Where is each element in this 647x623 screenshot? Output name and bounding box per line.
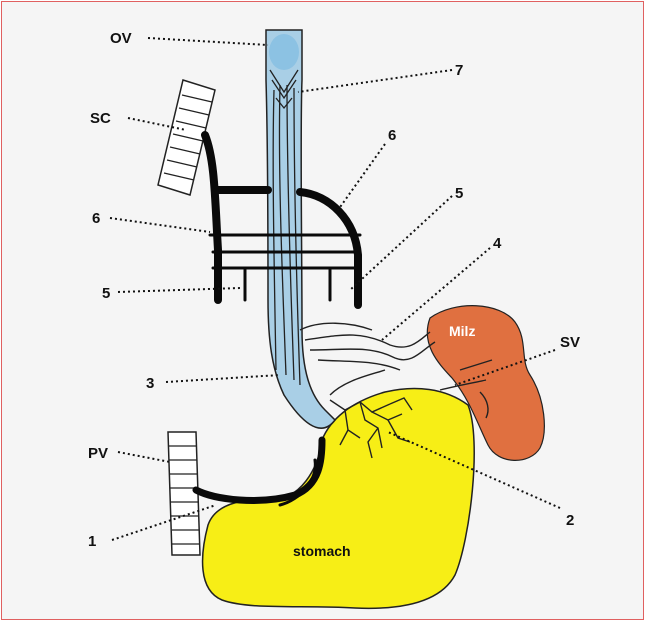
label-7: 7 [455,62,463,79]
label-4: 4 [493,235,502,252]
label-6-right: 6 [388,127,396,144]
label-sv: SV [560,334,580,351]
label-stomach: stomach [293,543,351,559]
label-sc: SC [90,110,111,127]
label-2: 2 [566,512,574,529]
label-1: 1 [88,533,96,550]
label-spleen: Milz [449,323,475,339]
label-5-right: 5 [455,185,463,202]
label-5-left: 5 [102,285,110,302]
label-pv: PV [88,445,108,462]
label-3: 3 [146,375,154,392]
label-6-left: 6 [92,210,100,227]
label-ov: OV [110,30,132,47]
esophagus-lumen [269,34,299,70]
